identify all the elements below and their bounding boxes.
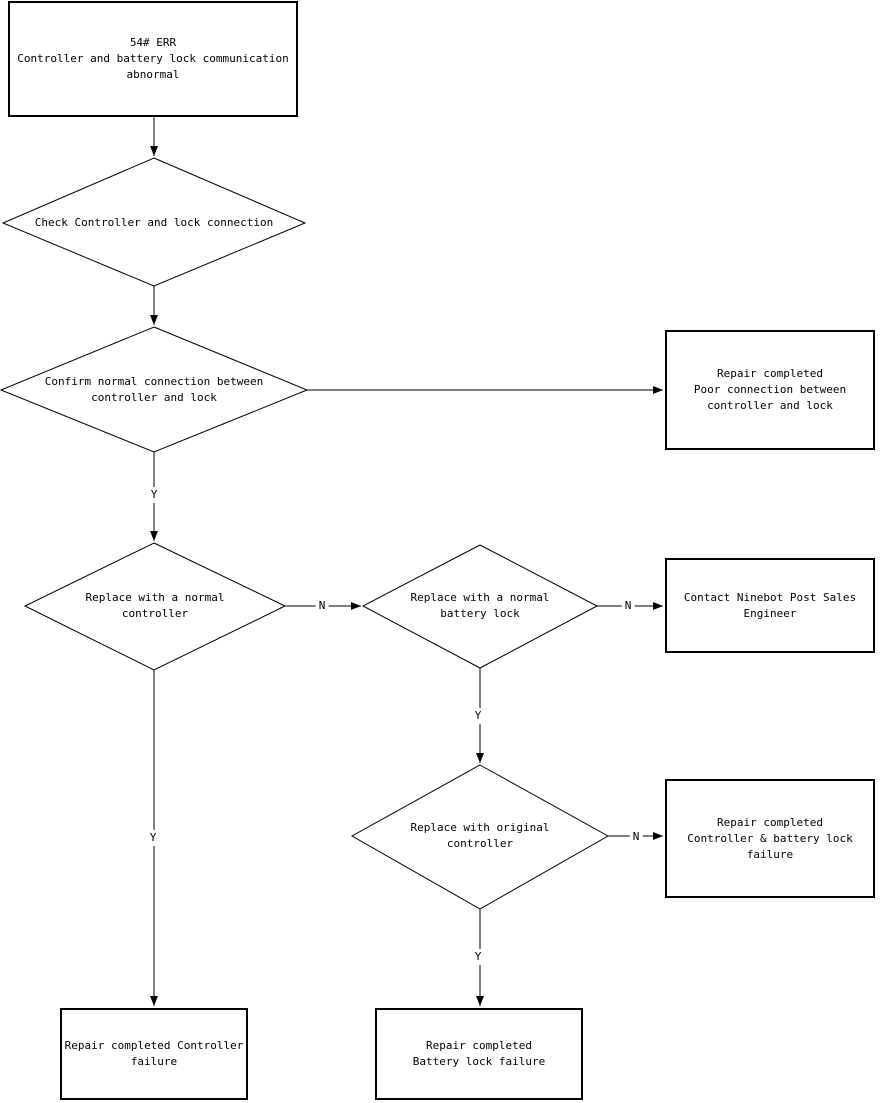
edge-label-replace-original-controller-yes: Y [471, 949, 485, 965]
edge-label-confirm-yes: Y [147, 487, 161, 503]
replace-original-controller-label: Replace with original controller [410, 821, 550, 850]
confirm-connection-label: Confirm normal connection between contro… [44, 375, 264, 404]
contact-engineer-node: Contact Ninebot Post Sales Engineer [665, 558, 875, 653]
replace-normal-battery-lock-diamond-shape [361, 544, 599, 669]
edge-label-replace-original-controller-no: N [629, 829, 643, 845]
check-connection-diamond-shape [1, 157, 307, 287]
replace-normal-battery-lock-label: Replace with a normal battery lock [410, 591, 550, 620]
edge-label-replace-controller-no: N [315, 598, 329, 614]
repair-controller-battery-lock-failure-node: Repair completed Controller & battery lo… [665, 779, 875, 898]
edge-label-replace-battery-lock-yes: Y [471, 708, 485, 724]
confirm-connection-diamond-shape [0, 326, 309, 453]
repair-poor-connection-node: Repair completed Poor connection between… [665, 330, 875, 450]
replace-normal-controller-label: Replace with a normal controller [85, 591, 225, 620]
edge-label-replace-battery-lock-no: N [621, 598, 635, 614]
repair-battery-lock-failure-node: Repair completed Battery lock failure [375, 1008, 583, 1100]
start-node: 54# ERR Controller and battery lock comm… [8, 1, 298, 117]
replace-normal-controller-diamond-shape [23, 542, 287, 671]
check-connection-label: Check Controller and lock connection [34, 216, 274, 229]
repair-controller-failure-node: Repair completed Controller failure [60, 1008, 248, 1100]
edge-label-replace-controller-yes: Y [146, 830, 160, 846]
replace-original-controller-diamond-shape [350, 764, 610, 910]
